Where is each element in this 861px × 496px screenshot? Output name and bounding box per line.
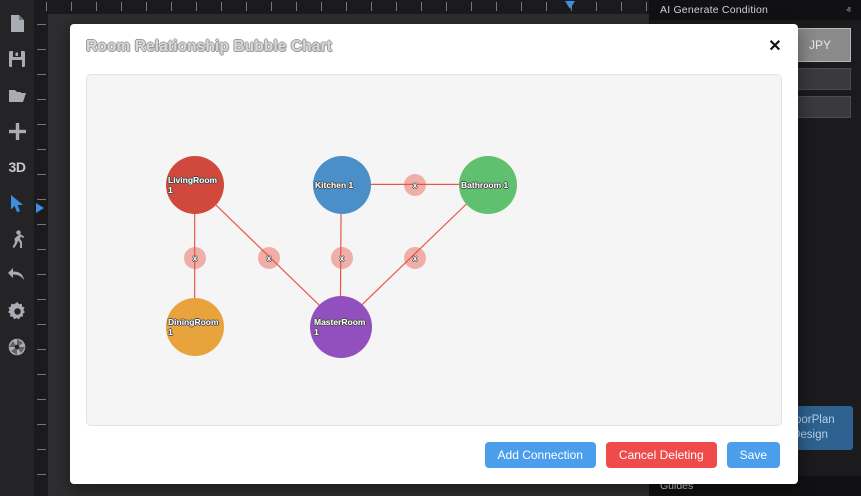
edge-delete-icon[interactable]: x — [404, 174, 426, 196]
add-icon[interactable] — [2, 116, 32, 146]
currency-button[interactable]: JPY — [789, 28, 851, 62]
graph-edge-delete-layer: x x x x x — [87, 75, 781, 425]
camera-aperture-icon[interactable] — [2, 332, 32, 362]
ruler-marker-vertical[interactable] — [36, 203, 44, 213]
page-title: Room Relationship Bubble Chart — [86, 38, 332, 56]
cancel-deleting-button[interactable]: Cancel Deleting — [606, 442, 717, 468]
open-folder-icon[interactable] — [2, 80, 32, 110]
select-cursor-icon[interactable] — [2, 188, 32, 218]
walk-mode-icon[interactable] — [2, 224, 32, 254]
three-d-icon[interactable]: 3D — [2, 152, 32, 182]
ruler-marker-horizontal[interactable] — [565, 1, 575, 9]
undo-icon[interactable] — [2, 260, 32, 290]
ai-generate-condition-header[interactable]: AI Generate Condition ⱏ — [650, 0, 861, 20]
edge-delete-icon[interactable]: x — [184, 247, 206, 269]
vertical-ruler[interactable] — [34, 14, 48, 496]
bubble-chart-modal: Room Relationship Bubble Chart ✕ LivingR… — [70, 24, 798, 484]
save-button[interactable]: Save — [727, 442, 780, 468]
settings-gear-icon[interactable] — [2, 296, 32, 326]
chevron-up-icon[interactable]: ⱏ — [846, 5, 851, 16]
edge-delete-icon[interactable]: x — [258, 247, 280, 269]
modal-footer: Add Connection Cancel Deleting Save — [70, 426, 798, 484]
bubble-chart-canvas[interactable]: LivingRoom 1Kitchen 1Bathroom 1DiningRoo… — [86, 74, 782, 426]
new-file-icon[interactable] — [2, 8, 32, 38]
add-connection-button[interactable]: Add Connection — [485, 442, 596, 468]
modal-header: Room Relationship Bubble Chart ✕ — [70, 24, 798, 70]
save-icon[interactable] — [2, 44, 32, 74]
left-toolbar: 3D — [0, 0, 34, 496]
edge-delete-icon[interactable]: x — [404, 247, 426, 269]
edge-delete-icon[interactable]: x — [331, 247, 353, 269]
ai-generate-condition-title: AI Generate Condition — [660, 4, 768, 16]
close-icon[interactable]: ✕ — [766, 38, 784, 56]
